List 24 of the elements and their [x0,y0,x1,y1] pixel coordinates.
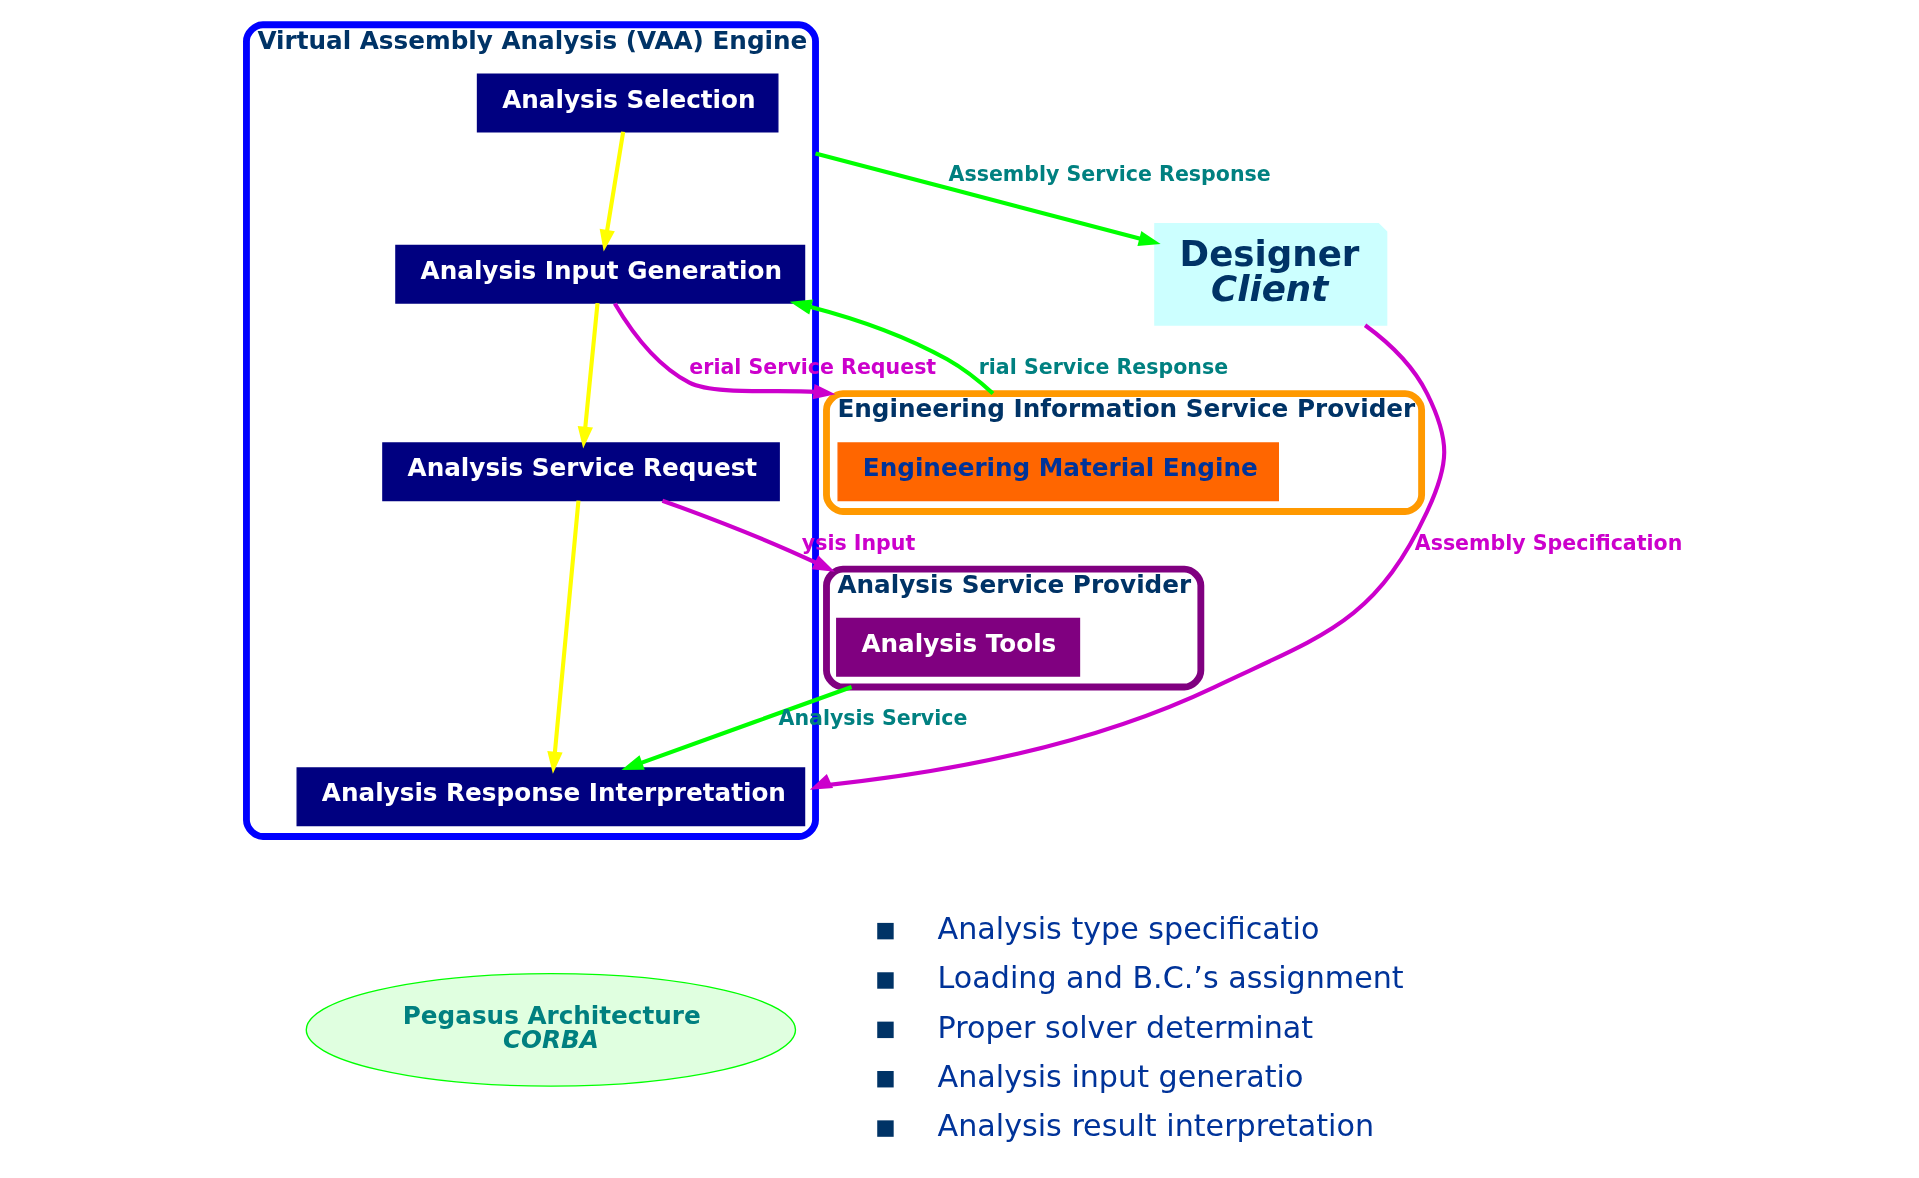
edge-label: rial Service Response [978,355,1229,380]
node-box: Analysis Service Request [382,442,780,502]
node-box: Analysis Input Generation [395,244,806,304]
arrow [815,151,1161,246]
arrow [621,685,853,770]
edge-label: Assembly Specification [1414,530,1683,555]
node-box: Analysis Selection [476,73,779,133]
label: Analysis result interpretation [937,1108,1375,1144]
node-box: Analysis Tools [836,617,1081,677]
label: Proper solver determinat [937,1009,1314,1045]
arrow [599,131,626,252]
arrow [789,299,995,396]
label: Analysis type specificatio [937,910,1320,946]
node-box: Analysis Response Interpretation [296,767,806,827]
arrow [577,302,600,449]
arrow [661,498,835,572]
arrow [809,323,1447,790]
label: Analysis input generatio [937,1058,1304,1094]
arrow [613,302,836,400]
arrow [547,500,581,774]
node-box: Engineering Material Engine [837,442,1279,502]
node-ellipse: Pegasus Architecture CORBA [305,972,797,1087]
edge-label: Assembly Service Response [948,162,1271,187]
label: Loading and B.C.’s assignment [937,960,1404,996]
